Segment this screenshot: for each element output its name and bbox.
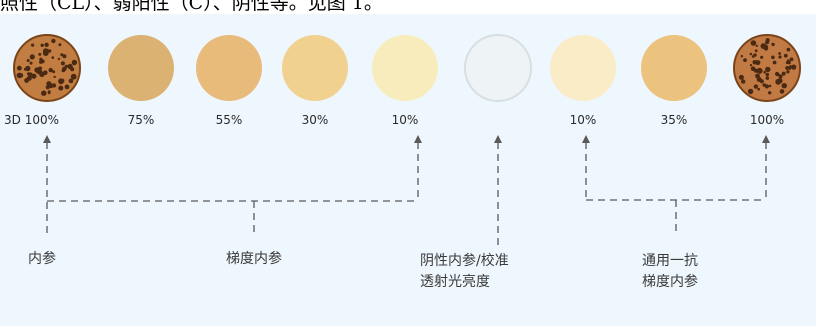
swatch-circle-9 bbox=[733, 34, 801, 102]
top-caption: 照性（CL）、弱阳性（C）、阴性等。见图 1。 bbox=[0, 0, 383, 14]
swatch-circle-2 bbox=[108, 35, 174, 101]
swatch-circle-5 bbox=[372, 35, 438, 101]
category-universal-line1: 通用一抗 bbox=[642, 253, 698, 269]
swatch-label-4: 30% bbox=[301, 113, 329, 127]
arrow-head-icon bbox=[582, 135, 590, 143]
swatch-label-2: 75% bbox=[127, 113, 155, 127]
arrow-head-icon bbox=[43, 135, 51, 143]
category-gradient: 梯度内参 bbox=[226, 251, 282, 267]
swatch-label-1: 3D 100% bbox=[4, 113, 59, 127]
swatch-circle-8 bbox=[641, 35, 707, 101]
category-negative-line2: 透射光亮度 bbox=[420, 274, 490, 290]
figure-panel: 3D 100% 75% 55% 30% 10% 10% 35% 100% bbox=[0, 14, 816, 326]
swatch-label-9: 100% bbox=[749, 113, 785, 127]
arrow-head-icon bbox=[494, 135, 502, 143]
swatch-label-8: 35% bbox=[660, 113, 688, 127]
swatch-graphics bbox=[13, 34, 801, 102]
arrow-head-icon bbox=[762, 135, 770, 143]
arrow-head-icon bbox=[414, 135, 422, 143]
swatch-circle-4 bbox=[282, 35, 348, 101]
category-internal: 内参 bbox=[28, 251, 56, 267]
swatch-circle-6 bbox=[464, 34, 532, 102]
bracket-arrows bbox=[43, 135, 770, 247]
swatch-label-7: 10% bbox=[569, 113, 597, 127]
category-negative-line1: 阴性内参/校准 bbox=[420, 253, 509, 269]
swatch-label-3: 55% bbox=[215, 113, 243, 127]
swatch-circle-7 bbox=[550, 35, 616, 101]
swatch-label-5: 10% bbox=[391, 113, 419, 127]
swatch-circle-3 bbox=[196, 35, 262, 101]
category-universal-line2: 梯度内参 bbox=[642, 274, 698, 290]
swatch-circle-1 bbox=[13, 34, 81, 102]
